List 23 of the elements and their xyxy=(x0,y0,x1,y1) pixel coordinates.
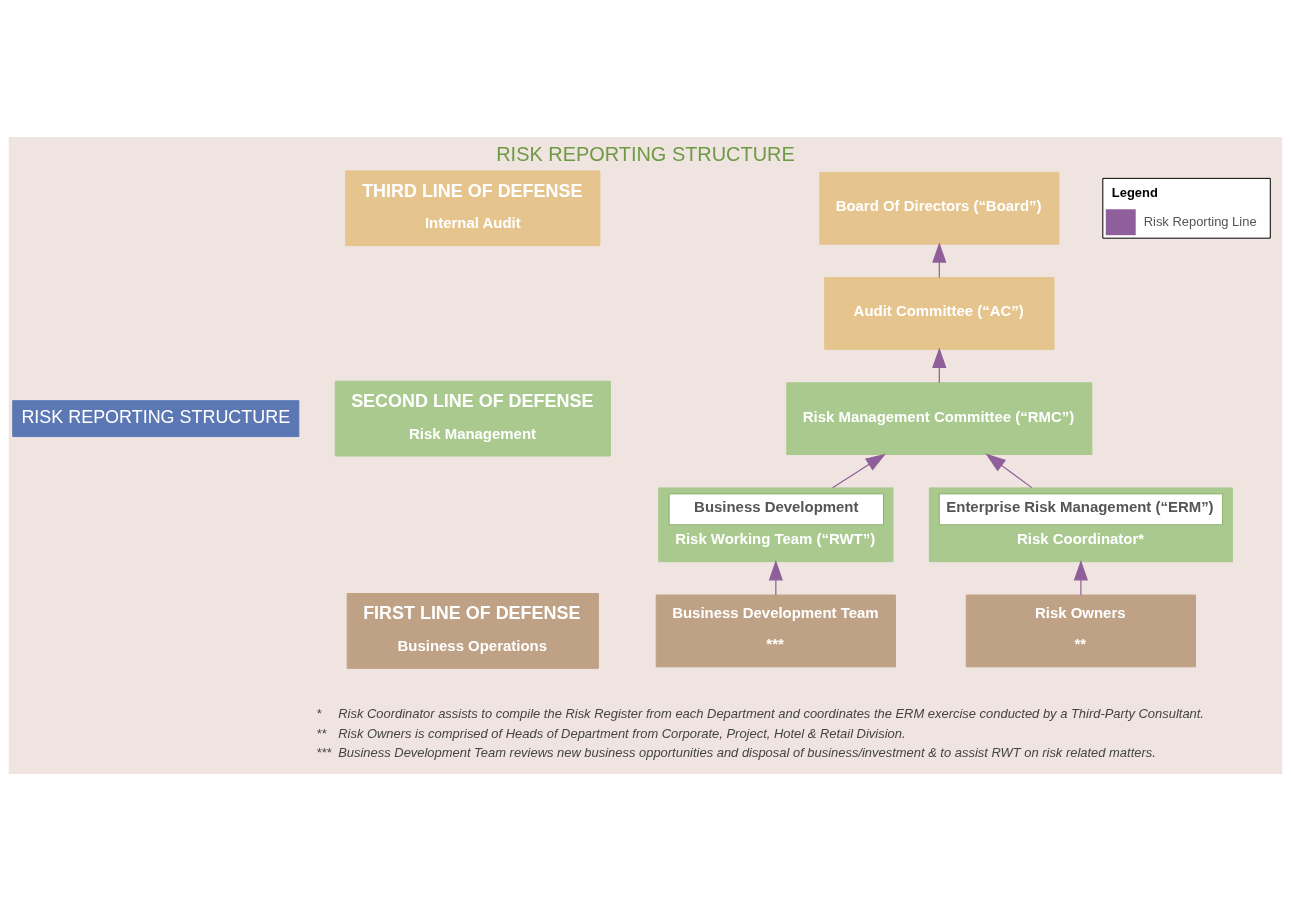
label: * xyxy=(316,705,322,721)
node-box: Business Development Risk Working Team (“RWT”) xyxy=(658,487,894,563)
label: ** xyxy=(316,725,327,741)
label: *** xyxy=(316,745,332,761)
diagram-title: RISK REPORTING STRUCTURE xyxy=(496,142,795,165)
node-box: FIRST LINE OF DEFENSE Business Operations xyxy=(346,593,599,669)
node-box: Risk Management Committee (“RMC”) xyxy=(786,382,1093,455)
label: Business Development Team reviews new business opportunities and disposal of business/investment & to assist RWT on risk related matters. xyxy=(338,745,1156,761)
label: RISK REPORTING STRUCTURE xyxy=(21,407,291,427)
legend-label: Risk Reporting Line xyxy=(1143,213,1257,229)
node-box: Enterprise Risk Management (“ERM”) Risk Coordinator* xyxy=(928,487,1233,563)
arrow xyxy=(985,453,1033,489)
node-box: Risk Owners ** xyxy=(965,594,1196,668)
node-box: Audit Committee (“AC”) xyxy=(824,277,1055,350)
label: Risk Owners is comprised of Heads of Department from Corporate, Project, Hotel & Retail Division. xyxy=(338,725,906,741)
node-box: THIRD LINE OF DEFENSE Internal Audit xyxy=(345,170,601,247)
label: Legend xyxy=(1111,184,1158,200)
node-box: SECOND LINE OF DEFENSE Risk Management xyxy=(334,380,611,457)
label: Risk Coordinator assists to compile the Risk Register from each Department and coordinates the ERM exercise conducted by a Third-Party Consultant. xyxy=(338,705,1204,721)
node-box: Board Of Directors (“Board”) xyxy=(819,171,1060,245)
arrow xyxy=(831,453,886,489)
arrow xyxy=(1073,560,1088,596)
node-box: Business Development Team *** xyxy=(655,594,896,668)
